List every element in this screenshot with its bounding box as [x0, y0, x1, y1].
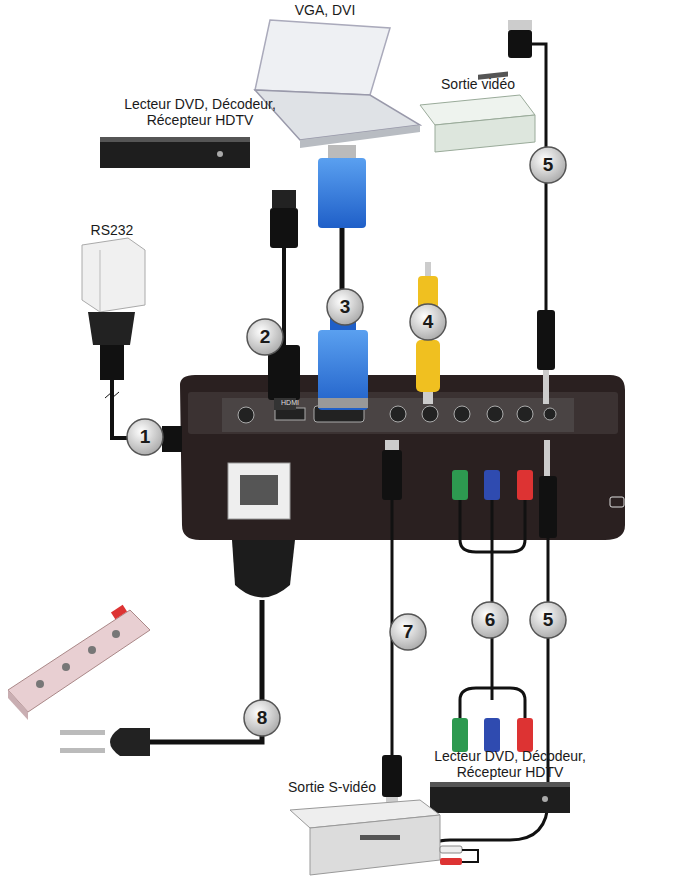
- callout-number: 4: [408, 302, 448, 342]
- device-label: Lecteur DVD, Décodeur, Récepteur HDTV: [410, 748, 610, 780]
- dvd-player: [100, 137, 250, 168]
- dvd-player: [430, 782, 570, 813]
- callout-number: 8: [242, 698, 282, 738]
- audio-cable: [508, 20, 555, 404]
- callout-number: 5: [528, 145, 568, 185]
- callout-number: 1: [125, 417, 165, 457]
- hdmi-cable: [268, 190, 300, 410]
- port-label: HDMI: [275, 399, 305, 407]
- callout-text: 8: [257, 707, 268, 729]
- callout-number: 7: [388, 612, 428, 652]
- power-strip: [8, 605, 150, 720]
- callout-text: 5: [543, 609, 554, 631]
- power-cord: [60, 540, 295, 756]
- callout-text: 5: [543, 154, 554, 176]
- callout-number: 5: [528, 600, 568, 640]
- device-label: Lecteur DVD, Décodeur, Récepteur HDTV: [100, 96, 300, 128]
- callout-number: 6: [470, 600, 510, 640]
- vcr: [290, 800, 478, 875]
- device-label: Sortie vidéo: [418, 76, 538, 92]
- projector: [180, 375, 625, 540]
- callout-text: 4: [423, 311, 434, 333]
- callout-text: 2: [260, 326, 271, 348]
- device-label: RS232: [72, 222, 152, 238]
- device-label: VGA, DVI: [265, 2, 385, 18]
- laptop: [255, 20, 420, 148]
- vga-cable: [318, 145, 368, 410]
- device-label: Sortie S-vidéo: [262, 779, 402, 795]
- callout-number: 2: [245, 317, 285, 357]
- computer: [82, 238, 145, 312]
- component-cable: [452, 470, 533, 752]
- callout-text: 7: [403, 621, 414, 643]
- callout-text: 3: [340, 296, 351, 318]
- callout-text: 1: [140, 426, 151, 448]
- callout-number: 3: [325, 287, 365, 327]
- callout-text: 6: [485, 609, 496, 631]
